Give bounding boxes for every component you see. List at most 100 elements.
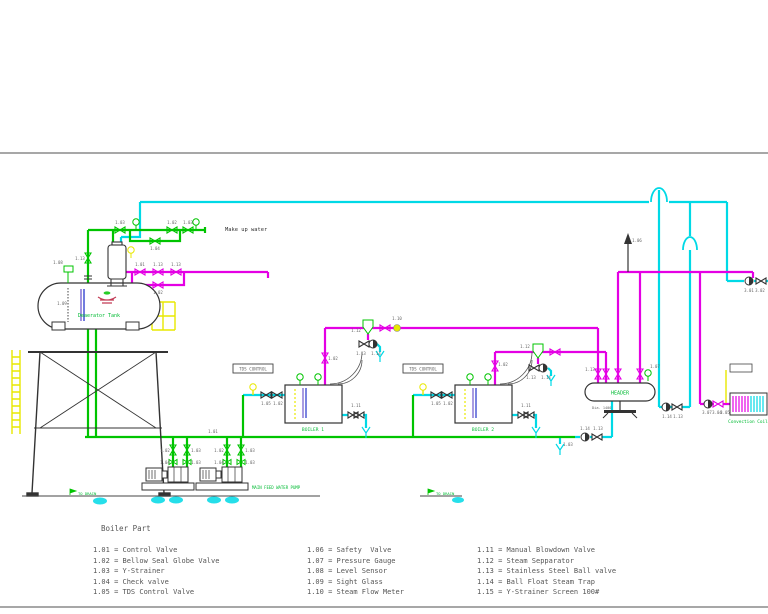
legend-item: 1.12 = Steam Sepparator — [477, 556, 574, 565]
valve-tag: 1.02 — [328, 356, 338, 361]
legend-item: 1.11 = Manual Blowdown Valve — [477, 546, 596, 554]
steam-trap-icon — [744, 276, 754, 286]
drain-flag-icon — [69, 488, 77, 496]
pressure-gauge-icon — [644, 369, 652, 382]
tds-control-boxes: TDS CONTROL TDS CONTROL — [232, 363, 444, 396]
pressure-gauge-icon — [314, 373, 322, 386]
nozzle-flange — [84, 275, 92, 280]
deaerator-tank: Deaerator Tank — [37, 265, 161, 330]
valve-tag: 1.02 — [214, 448, 224, 453]
feed-pump-1 — [141, 466, 195, 491]
legend-item: 1.02 = Bellow Seal Globe Valve — [93, 556, 220, 565]
valve-icon — [755, 277, 767, 285]
level-transmitter — [63, 265, 74, 273]
legend-column-3: 1.11 = Manual Blowdown Valve 1.12 = Steam… — [477, 545, 616, 598]
pressure-gauge-icon — [127, 246, 135, 259]
header-label: HEADER — [611, 391, 630, 397]
valve-tag: 1.03 — [563, 442, 573, 447]
pressure-gauge-icon — [296, 373, 304, 386]
valve-tag: 3.07 — [702, 410, 712, 415]
valve-tag: 1.10 — [392, 316, 402, 321]
valve-tag: 1.06 — [632, 238, 642, 243]
legend-item: 1.15 = Y-Strainer Screen 100# — [477, 588, 600, 597]
valve-tag: 1.02 — [443, 401, 453, 406]
valve-tag: 1.03 — [245, 448, 255, 453]
ladder — [11, 350, 21, 434]
legend-item: 1.07 = Pressure Gauge — [307, 556, 396, 565]
boiler-1: BOILER 1 — [284, 351, 363, 433]
legend-item: 1.04 = Check valve — [93, 577, 169, 586]
pump-label: MAIN FEED WATER PUMP — [252, 485, 301, 490]
legend-item: 1.06 = Safety Valve — [307, 546, 392, 554]
legend-item: 1.14 = Ball Float Steam Trap — [477, 577, 596, 586]
valve-tag: 1.04 — [214, 460, 224, 465]
valve-tag: 1.13 — [75, 256, 85, 261]
tank-label: Deaerator Tank — [78, 313, 120, 319]
pressure-gauge-icon — [466, 373, 474, 386]
drain-flag-icon — [427, 488, 435, 496]
pipes-green — [85, 227, 575, 468]
boiler-2: BOILER 2 — [454, 351, 533, 433]
sample-cooler-icon — [249, 383, 257, 396]
pressure-gauge-icon — [484, 373, 492, 386]
valve-tag: 1.14 — [662, 414, 672, 419]
steam-trap-icon — [368, 339, 378, 349]
valve-tag: 1.05 — [431, 401, 441, 406]
valve-tag: 1.14 — [580, 426, 590, 431]
ground: TO DRAIN TO DRAIN — [22, 488, 464, 505]
valve-tag: 1.01 — [208, 429, 218, 434]
header-dia-label: Dia. 1400 — [592, 406, 611, 410]
valve-tag: 1.05 — [261, 401, 271, 406]
drain-label: TO DRAIN — [436, 491, 455, 496]
valve-icon — [671, 403, 683, 411]
steam-trap-icon — [703, 399, 713, 409]
legend-item: 1.01 = Control Valve — [93, 546, 178, 554]
legend-item: 1.10 = Steam Flow Meter — [307, 588, 404, 597]
feed-pump-2 — [195, 466, 249, 491]
valve-icon — [712, 400, 724, 408]
feed-head-vessel — [107, 241, 127, 287]
legend-item: 1.05 = TDS Control Valve — [93, 588, 195, 597]
valve-tag: 1.03 — [191, 460, 201, 465]
valve-tag: 1.13 — [356, 351, 366, 356]
valve-tag: 1.02 — [273, 401, 283, 406]
valve-tag: 1.13 — [153, 262, 163, 267]
steam-separator-icon — [532, 343, 544, 359]
coil-label: Convection Coil — [728, 419, 768, 425]
valve-icon — [591, 433, 603, 441]
tds-box-label: TDS CONTROL — [409, 367, 437, 372]
valve-tag: 1.08 — [53, 260, 63, 265]
valve-tag: 1.13 — [526, 375, 536, 380]
legend-item: 1.09 = Sight Glass — [307, 577, 383, 586]
safety-vent — [624, 233, 632, 272]
make-up-water-label: Make up water — [225, 227, 268, 233]
legend-column-2: 1.06 = Safety Valve 1.07 = Pressure Gauge… — [307, 545, 404, 598]
vent-arrow-icon — [624, 233, 632, 244]
valve-tag: 1.12 — [351, 328, 361, 333]
valve-tag: 1.02 — [160, 448, 170, 453]
convection-coil: Convection Coil — [728, 363, 768, 425]
valve-tag: 1.13 — [171, 262, 181, 267]
legend-item: 1.08 = Level Sensor — [307, 567, 388, 576]
float-icon — [103, 291, 111, 295]
valve-tags: 1.03 1.02 1.03 1.04 1.13 1.01 1.13 1.13 1.02 1.08… — [53, 220, 765, 465]
valve-tag: 3.01 — [744, 288, 754, 293]
valve-tag: 1.01 — [135, 262, 145, 267]
steam-trap-icon — [580, 432, 590, 442]
valve-tag: 1.09 — [57, 301, 67, 306]
valve-tag: 1.13 — [673, 414, 683, 419]
inline-equipment — [127, 218, 565, 456]
sample-cooler-icon — [419, 383, 427, 396]
valve-icon — [523, 411, 535, 419]
tds-box-label: TDS CONTROL — [239, 367, 267, 372]
pressure-gauge-icon — [132, 218, 140, 231]
steam-separator-icon — [362, 319, 374, 335]
pipes-cyan — [119, 187, 768, 444]
valve-tag: 3.04 — [712, 410, 722, 415]
legend-title: Boiler Part — [101, 524, 151, 533]
valve-tag: 1.02 — [498, 362, 508, 367]
valve-tag: 1.02 — [167, 220, 177, 225]
vent-pipe-arc — [329, 351, 363, 385]
legend-column-1: 1.01 = Control Valve 1.02 = Bellow Seal G… — [93, 545, 219, 598]
